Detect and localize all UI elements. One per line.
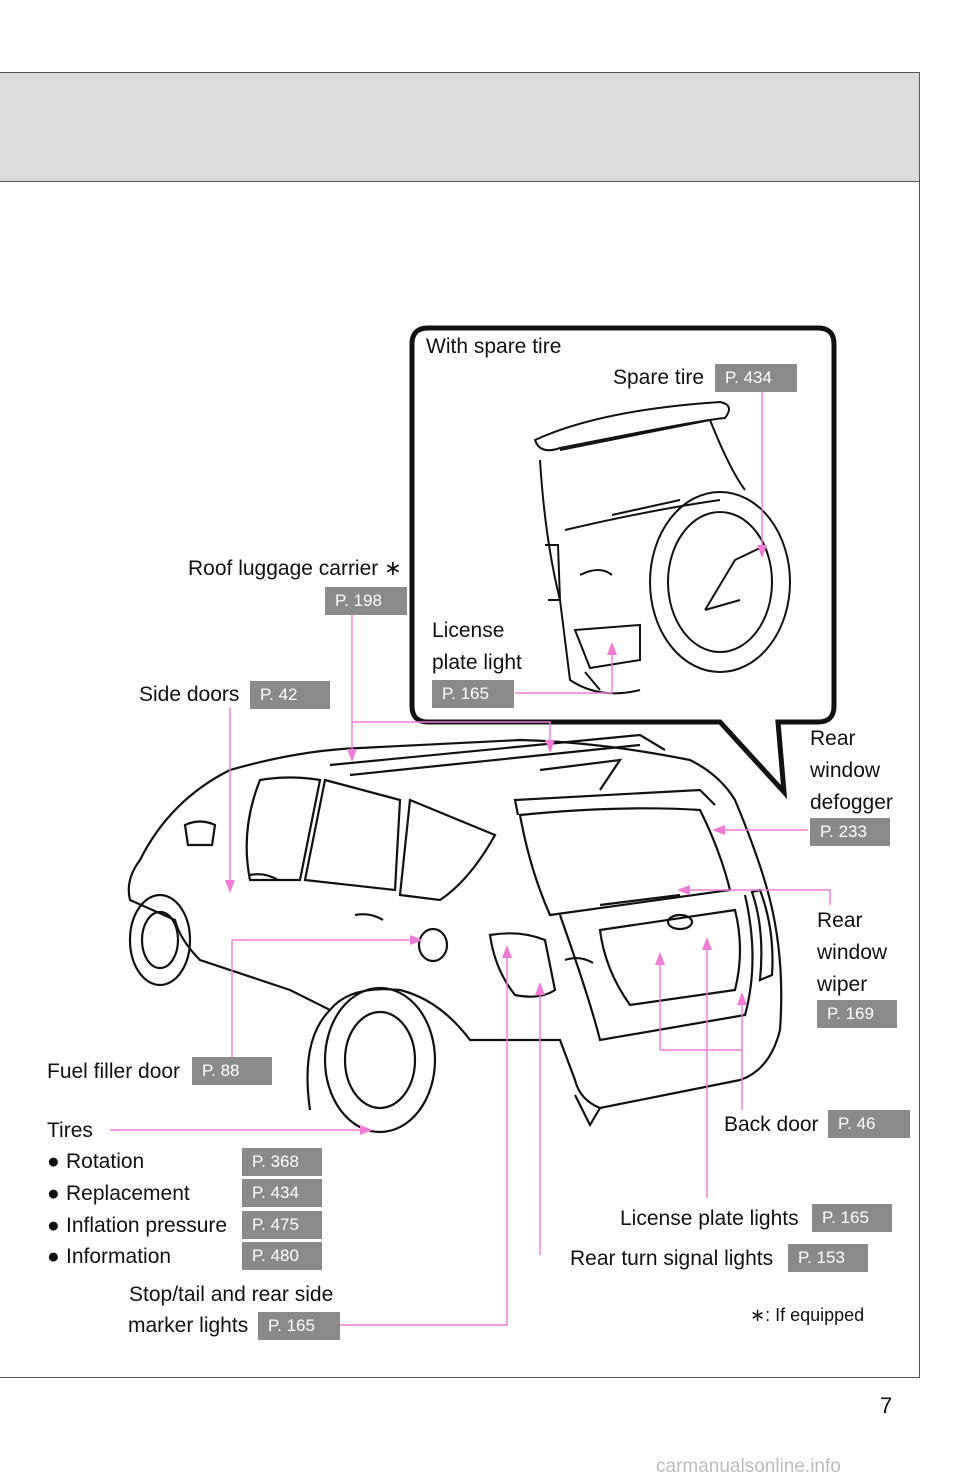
side-doors-label: Side doors	[139, 683, 240, 706]
header-band	[0, 72, 920, 182]
roof-carrier-label: Roof luggage carrier ∗	[188, 557, 402, 580]
stop-tail-label-2: marker lights	[128, 1314, 249, 1337]
tires-replacement-page-link[interactable]: P. 434	[242, 1179, 322, 1207]
tires-rotation-page-link[interactable]: P. 368	[242, 1148, 322, 1176]
leader-arrowheads	[225, 545, 767, 1135]
inset-license-page-link[interactable]: P. 165	[432, 680, 514, 708]
license-lights-page-link[interactable]: P. 165	[812, 1204, 892, 1232]
inset-car-rear	[533, 400, 791, 695]
tires-inflation-page-link[interactable]: P. 475	[242, 1211, 322, 1239]
tires-item-bullet: ●	[47, 1182, 60, 1205]
tires-item-rotation: Rotation	[66, 1150, 145, 1173]
spare-tire-label: Spare tire	[613, 366, 705, 389]
wiper-label-1: Rear	[817, 909, 863, 932]
roof-carrier-page-link[interactable]: P. 198	[325, 587, 407, 615]
turn-signal-label: Rear turn signal lights	[570, 1247, 774, 1270]
side-doors-page-link[interactable]: P. 42	[250, 681, 330, 709]
tires-item-bullet: ●	[47, 1245, 60, 1268]
tires-information-page-link[interactable]: P. 480	[242, 1242, 322, 1270]
tires-item-information: Information	[66, 1245, 172, 1268]
wiper-page-link[interactable]: P. 169	[817, 1000, 897, 1028]
tires-item-inflation: Inflation pressure	[66, 1214, 228, 1237]
inset-title: With spare tire	[426, 335, 562, 358]
tires-item-bullet: ●	[47, 1150, 60, 1173]
stop-tail-page-link[interactable]: P. 165	[258, 1312, 340, 1340]
inset-license-label-2: plate light	[432, 651, 522, 674]
fuel-door-label: Fuel filler door	[47, 1060, 181, 1083]
back-door-label: Back door	[724, 1113, 819, 1136]
inset-license-label-1: License	[432, 619, 505, 642]
wiper-label-2: window	[817, 941, 888, 964]
spare-tire-page-link[interactable]: P. 434	[715, 364, 797, 392]
tires-item-bullet: ●	[47, 1214, 60, 1237]
inset-frame	[409, 325, 837, 800]
tires-title: Tires	[47, 1119, 93, 1142]
defogger-label-3: defogger	[810, 791, 893, 814]
stop-tail-label-1: Stop/tail and rear side	[129, 1283, 334, 1306]
footnote: ∗: If equipped	[750, 1305, 865, 1325]
back-door-page-link[interactable]: P. 46	[828, 1110, 910, 1138]
page-frame	[0, 72, 920, 1378]
watermark: carmanualsonline.info	[656, 1456, 841, 1477]
main-car	[127, 733, 783, 1134]
license-lights-label: License plate lights	[620, 1207, 799, 1230]
defogger-page-link[interactable]: P. 233	[810, 818, 890, 846]
defogger-label-1: Rear	[810, 727, 856, 750]
turn-signal-page-link[interactable]: P. 153	[788, 1244, 868, 1272]
page-number: 7	[880, 1393, 893, 1418]
wiper-label-3: wiper	[817, 973, 868, 996]
tires-item-replacement: Replacement	[66, 1182, 190, 1205]
leader-lines	[110, 392, 831, 1326]
fuel-door-page-link[interactable]: P. 88	[192, 1057, 272, 1085]
defogger-label-2: window	[810, 759, 881, 782]
